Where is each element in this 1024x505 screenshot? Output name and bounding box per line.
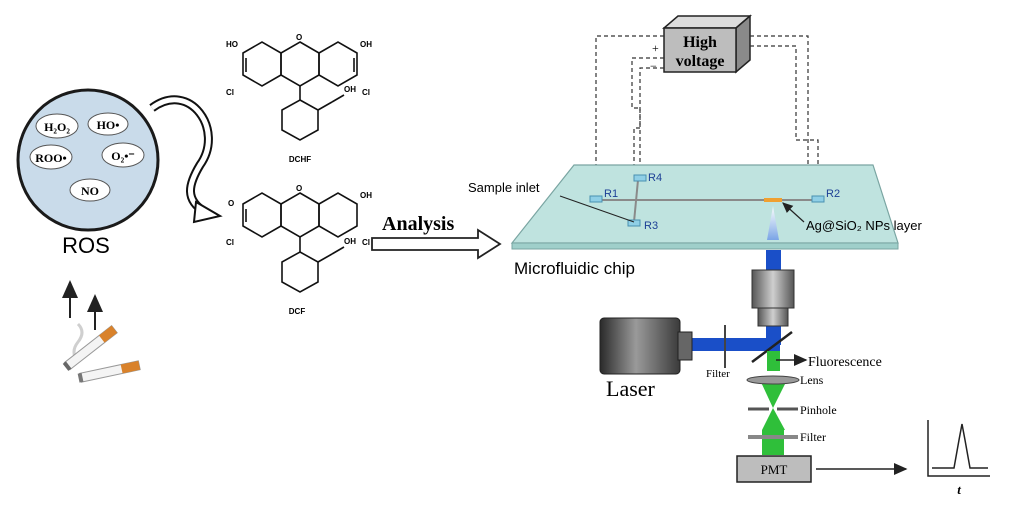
species-label: H₂O₂ [44, 120, 70, 134]
dichroic-mirror [751, 331, 793, 363]
dcf-o: O [296, 184, 302, 193]
dcf-cl-right: Cl [362, 238, 370, 247]
laser-beam-horizontal [690, 338, 780, 351]
pmt-label: PMT [761, 462, 788, 477]
hv-label-line1: High [683, 34, 717, 51]
ros-label: ROS [62, 233, 110, 258]
dcf-cl-left: Cl [226, 238, 234, 247]
molecule-dcf [242, 192, 358, 293]
molecule-dchf [242, 41, 358, 141]
dchf-cl-left: Cl [226, 88, 234, 97]
species-label: HO• [97, 118, 120, 132]
pinhole-label: Pinhole [800, 403, 837, 417]
sample-inlet-label: Sample inlet [468, 180, 540, 195]
signal-plot: t [927, 420, 990, 497]
reaction-arrow [149, 95, 223, 224]
r2-label: R2 [826, 188, 840, 200]
emission-filter [748, 435, 798, 439]
excitation-filter-label: Filter [706, 368, 730, 380]
dchf-ho: HO [226, 40, 238, 49]
dchf-cooh: OH [344, 85, 356, 94]
excitation-cone [767, 206, 779, 240]
ros-species-peroxyl: ROO• [29, 144, 73, 170]
injection-channel [633, 179, 639, 223]
emission-filter-label: Filter [800, 430, 826, 444]
species-label: NO [81, 184, 99, 198]
hv-plus: + [652, 41, 659, 55]
emission-beam [760, 351, 787, 455]
analysis-arrow [371, 228, 502, 260]
ros-group: H₂O₂ HO• ROO• O₂•⁻ NO ROS [16, 88, 160, 258]
fluorescence-label: Fluorescence [808, 355, 882, 370]
np-layer-pointer [782, 202, 805, 223]
np-layer [764, 198, 782, 202]
reservoir-r1 [589, 195, 603, 203]
dcf-oh: OH [360, 191, 372, 200]
reservoir-r4 [633, 174, 647, 182]
sample-inlet-pointer [559, 195, 635, 223]
dchf-o: O [296, 33, 302, 42]
reservoir-r2 [811, 195, 825, 203]
electrode-wires [595, 35, 819, 220]
ros-species-h2o2: H₂O₂ [35, 113, 79, 139]
ros-species-hydroxyl: HO• [87, 112, 129, 136]
time-axis-label: t [957, 482, 961, 497]
dchf-label: DCHF [289, 155, 311, 164]
species-label: O₂•⁻ [111, 149, 134, 163]
microfluidic-chip [510, 164, 899, 250]
hv-minus: − [650, 59, 657, 73]
chip-label: Microfluidic chip [514, 259, 635, 278]
emission-lens [746, 375, 800, 385]
dcf-cooh: OH [344, 237, 356, 246]
objective-lens [751, 269, 795, 327]
ros-species-no: NO [69, 178, 111, 202]
np-layer-label: Ag@SiO₂ NPs layer [806, 218, 922, 233]
dchf-oh: OH [360, 40, 372, 49]
dcf-o-left: O [228, 199, 234, 208]
laser-label: Laser [606, 376, 656, 401]
analysis-label: Analysis [382, 213, 454, 235]
signal-trace [932, 423, 988, 469]
r1-label: R1 [604, 188, 618, 200]
lens-label: Lens [800, 373, 824, 387]
cigarette-icon [62, 322, 141, 383]
ros-species-superoxide: O₂•⁻ [101, 142, 145, 168]
species-label: ROO• [35, 151, 67, 165]
reservoir-r3 [627, 219, 641, 227]
r4-label: R4 [648, 172, 662, 184]
hv-label-line2: voltage [676, 53, 725, 70]
dcf-label: DCF [289, 307, 306, 316]
high-voltage-box: High voltage [661, 14, 753, 74]
dchf-cl-right: Cl [362, 88, 370, 97]
laser-beam-vertical [766, 250, 781, 270]
pmt-detector: PMT [736, 455, 812, 483]
r3-label: R3 [644, 220, 658, 232]
laser-icon [599, 317, 693, 375]
